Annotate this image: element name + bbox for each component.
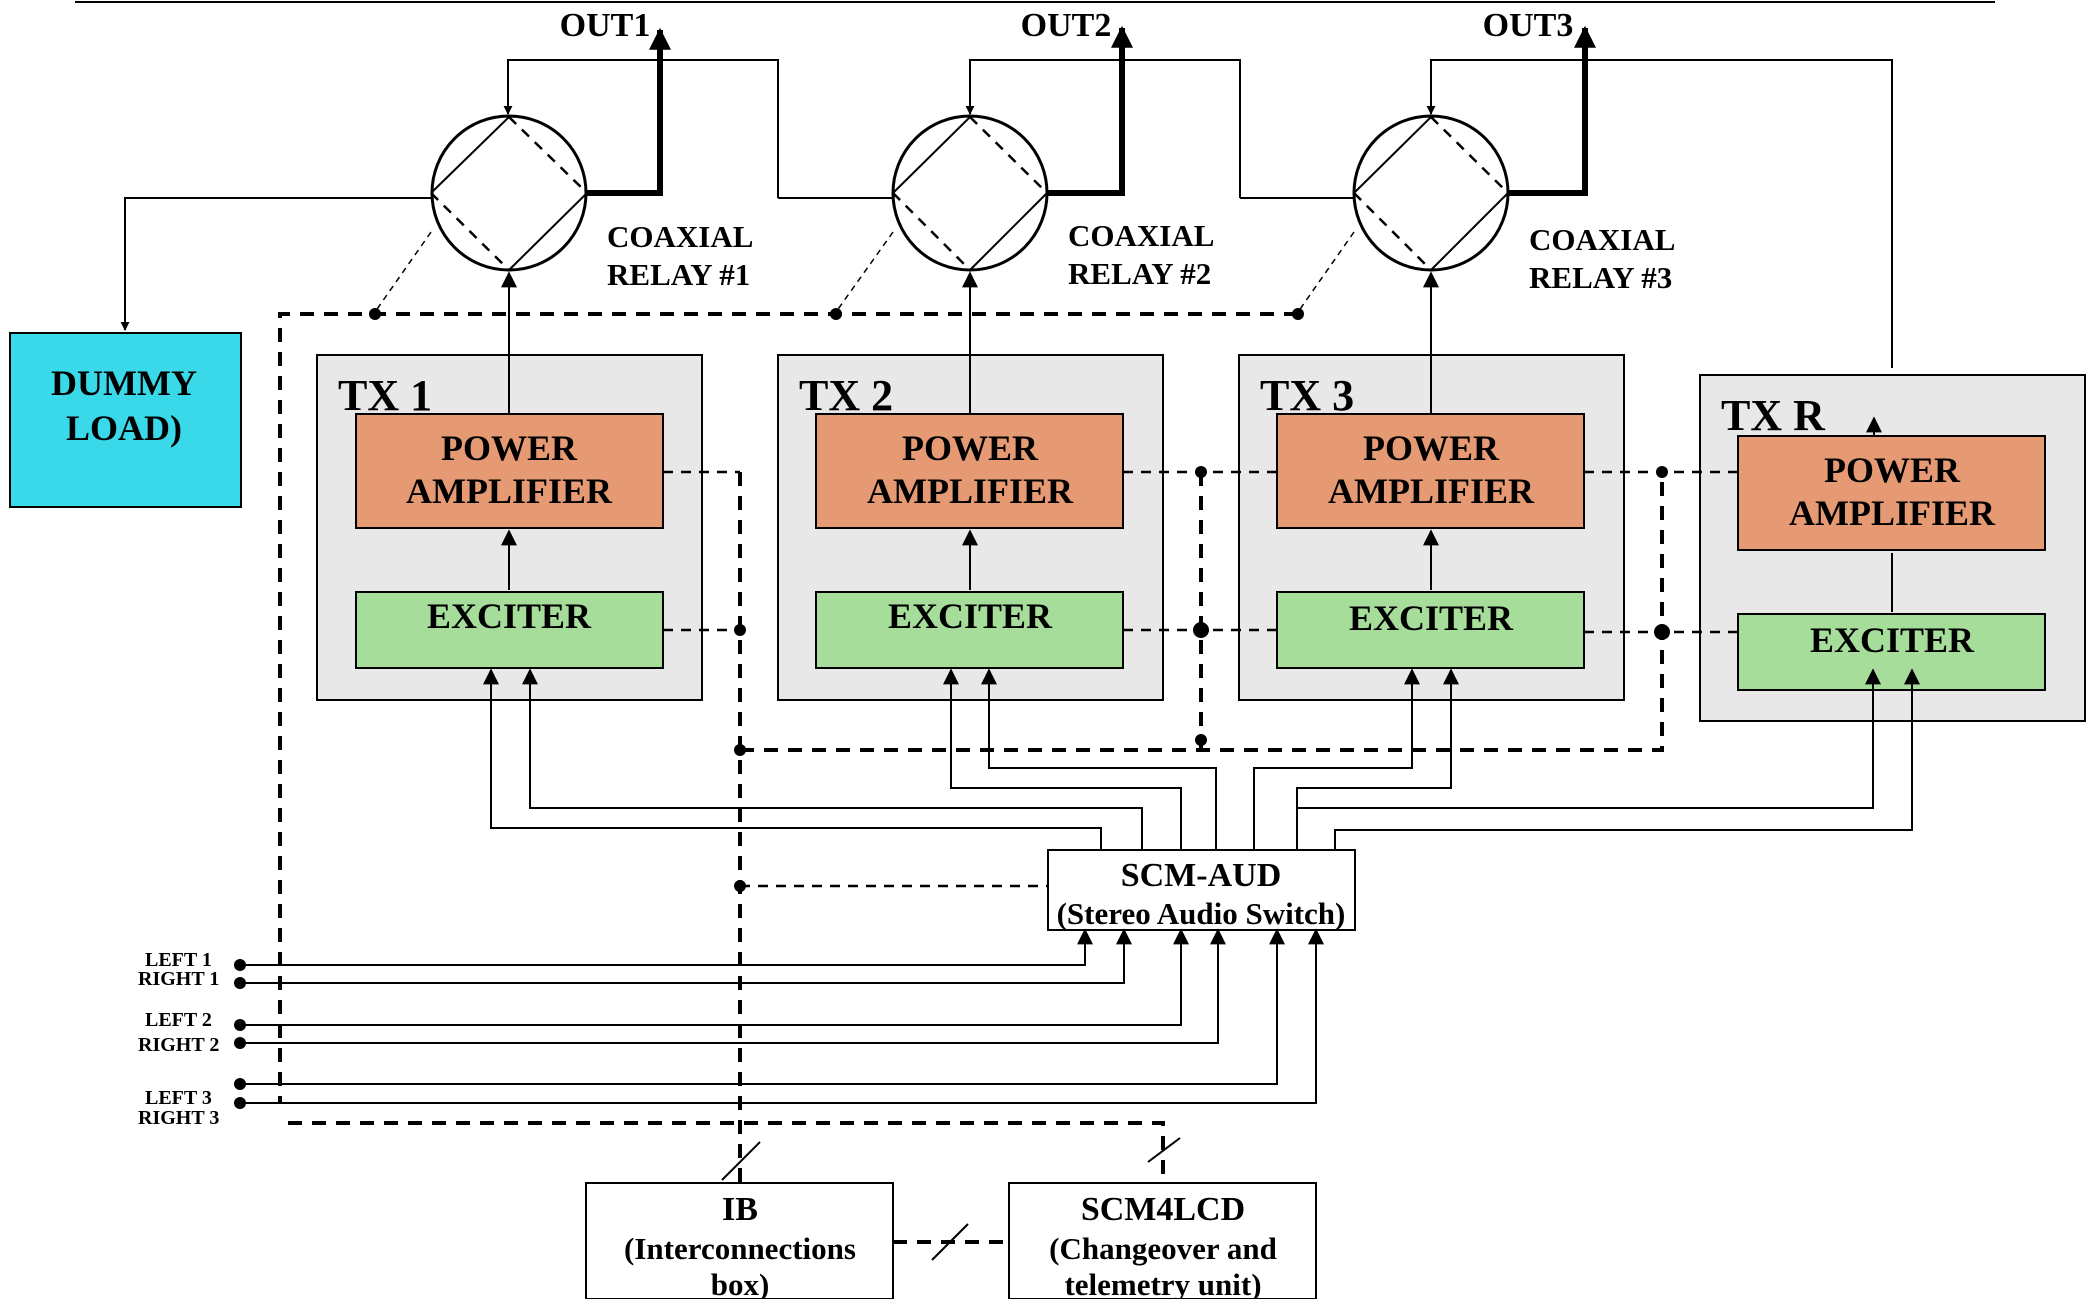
out3-line — [1508, 25, 1596, 196]
left-1-line — [240, 928, 1093, 966]
bus-slash — [931, 1223, 969, 1261]
right-1-line — [240, 928, 1132, 984]
tx-3-panel: TX 3 POWER AMPLIFIER EXCITER — [1238, 354, 1625, 701]
tx-3-title: TX 3 — [1260, 371, 1354, 420]
ib-title: IB — [722, 1191, 758, 1228]
scm4lcd-title: SCM4LCD — [1081, 1191, 1245, 1228]
bus-slash — [1147, 1137, 1181, 1163]
right-2-line — [240, 928, 1226, 1044]
tx-2-exciter — [815, 591, 1124, 669]
out1-label: OUT1 — [560, 7, 651, 44]
scm-aud-subtitle: (Stereo Audio Switch) — [1057, 896, 1346, 931]
left-3-label: LEFT 3 — [145, 1087, 212, 1109]
tx-1-title: TX 1 — [338, 371, 432, 420]
dummy-load-line1: DUMMY — [51, 363, 197, 403]
out1-line — [587, 27, 671, 196]
bus-junction — [1195, 734, 1207, 746]
coaxial-relay-3: COAXIAL RELAY #3 — [1352, 114, 1675, 295]
ib-line2: box) — [711, 1267, 770, 1299]
relay-2-line1: COAXIAL — [1068, 218, 1214, 253]
tx-1-pa-line2: AMPLIFIER — [406, 471, 613, 511]
tx-3-exciter — [1276, 591, 1585, 669]
tx-2-title: TX 2 — [799, 371, 893, 420]
ib-box: IB (Interconnections box) — [585, 1182, 894, 1299]
tx-r-exciter — [1737, 613, 2046, 691]
out2-line — [1047, 25, 1133, 196]
bus-junction — [1193, 622, 1209, 638]
out3-label: OUT3 — [1483, 7, 1574, 44]
scm4lcd-line2: telemetry unit) — [1064, 1267, 1261, 1299]
coaxial-relay-1: COAXIAL RELAY #1 — [430, 114, 753, 292]
relay2-return-line — [965, 59, 1241, 198]
bus-junction — [1195, 466, 1207, 478]
dummy-load-feed-line — [120, 197, 431, 331]
relay1-return-line — [503, 59, 779, 198]
bus-junction — [1292, 308, 1304, 320]
relay1-control-link — [374, 231, 432, 313]
relay-3-line1: COAXIAL — [1529, 222, 1675, 257]
tx-2-pa-line1: POWER — [902, 428, 1039, 468]
bus-slash — [721, 1141, 761, 1181]
tx-1-panel: TX 1 POWER AMPLIFIER EXCITER — [316, 354, 703, 701]
relay3-control-link — [1297, 231, 1355, 313]
tx-r-exciter-label: EXCITER — [1810, 620, 1975, 660]
scm4lcd-bus — [288, 1121, 1165, 1183]
relay2-control-link — [835, 231, 894, 313]
bus-junction — [1656, 466, 1668, 478]
scm-aud-title: SCM-AUD — [1121, 857, 1282, 894]
tx1-audio-left — [483, 668, 1102, 850]
tx-3-exciter-label: EXCITER — [1349, 598, 1514, 638]
tx-1-exciter-label: EXCITER — [427, 596, 592, 636]
ib-line1: (Interconnections — [624, 1231, 856, 1266]
tx-1-exciter — [355, 591, 664, 669]
tx3-audio-left — [1253, 668, 1420, 850]
bus-junction — [369, 308, 381, 320]
bus-junction — [734, 624, 746, 636]
relay-3-line2: RELAY #3 — [1529, 260, 1672, 295]
tx-2-exciter-label: EXCITER — [888, 596, 1053, 636]
left-2-label: LEFT 2 — [145, 1009, 212, 1031]
txr-audio-right — [1334, 668, 1920, 850]
scm4lcd-box: SCM4LCD (Changeover and telemetry unit) — [1008, 1182, 1317, 1299]
tx-3-pa-line1: POWER — [1363, 428, 1500, 468]
relay-1-line1: COAXIAL — [607, 219, 753, 254]
left-3-line — [240, 928, 1285, 1085]
relay-control-bus — [278, 312, 1298, 1102]
tx-1-pa-line1: POWER — [441, 428, 578, 468]
tx2-audio-right — [981, 668, 1217, 850]
bus-junction — [1654, 624, 1670, 640]
dummy-load: DUMMY LOAD) — [9, 332, 242, 508]
dummy-load-line2: LOAD) — [66, 408, 182, 448]
audio-input-labels: LEFT 1 RIGHT 1 LEFT 2 RIGHT 2 LEFT 3 RIG… — [138, 949, 219, 1129]
tx-r-title: TX R — [1721, 391, 1826, 440]
tx-control-bus — [740, 472, 1664, 752]
tx1-audio-right — [522, 668, 1143, 850]
tx-r-pa-line1: POWER — [1824, 450, 1961, 490]
coaxial-relay-2: COAXIAL RELAY #2 — [891, 114, 1214, 291]
tx2-audio-left — [943, 668, 1182, 850]
tx-r-panel: TX R POWER AMPLIFIER EXCITER — [1699, 374, 2086, 722]
tx-r-pa-line2: AMPLIFIER — [1789, 493, 1996, 533]
left-1-label: LEFT 1 — [145, 949, 212, 971]
tx-3-pa-line2: AMPLIFIER — [1328, 471, 1535, 511]
right-3-label: RIGHT 3 — [138, 1107, 219, 1129]
relay-2-line2: RELAY #2 — [1068, 256, 1211, 291]
right-2-label: RIGHT 2 — [138, 1034, 219, 1056]
scm4lcd-line1: (Changeover and — [1049, 1231, 1277, 1266]
tx-r-power-amplifier — [1737, 435, 2046, 551]
right-1-label: RIGHT 1 — [138, 968, 219, 990]
out2-label: OUT2 — [1021, 7, 1112, 44]
scm-aud-box: SCM-AUD (Stereo Audio Switch) — [1047, 849, 1356, 931]
relay-1-line2: RELAY #1 — [607, 257, 750, 292]
tx-2-pa-line2: AMPLIFIER — [867, 471, 1074, 511]
right-3-line — [240, 928, 1324, 1104]
bus-junction — [830, 308, 842, 320]
left-2-line — [240, 928, 1189, 1026]
txr-to-relay3-line — [1426, 59, 1893, 368]
txr-audio-left — [1296, 668, 1881, 850]
